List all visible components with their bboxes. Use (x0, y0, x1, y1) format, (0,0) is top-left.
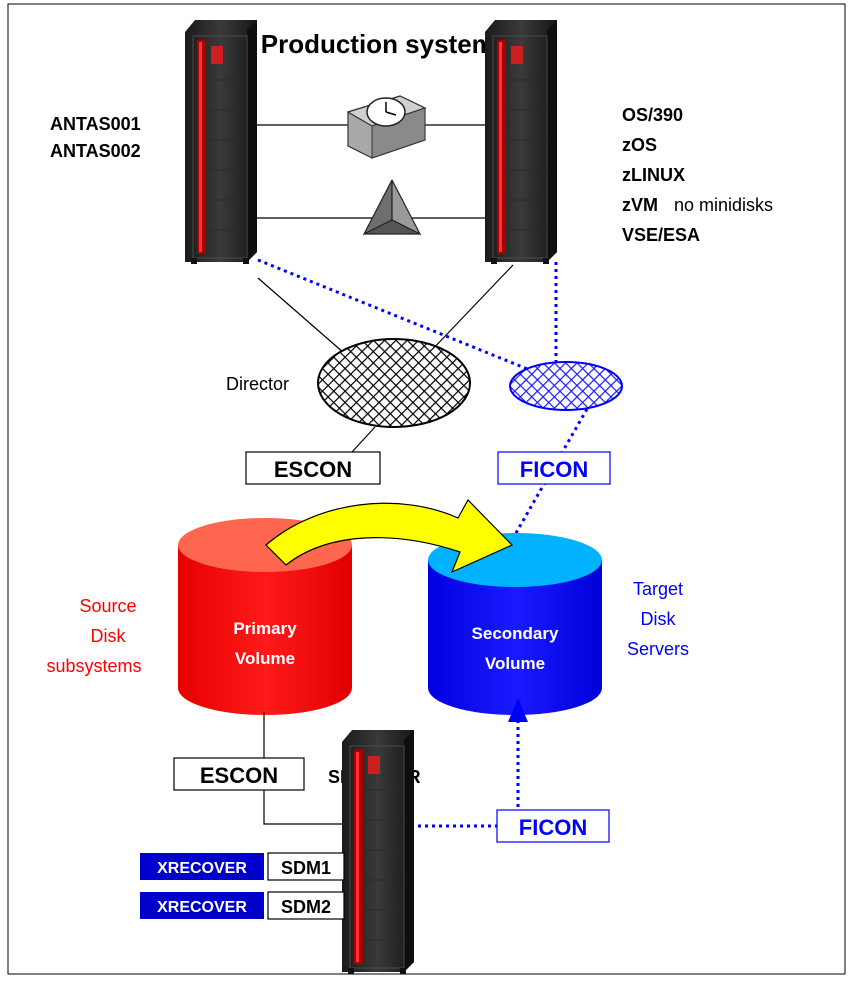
target-label: Disk (641, 609, 677, 629)
sdm-name-box (267, 852, 345, 881)
escon-director (317, 338, 471, 428)
escon-link (351, 426, 376, 453)
source-label: Source (79, 596, 136, 616)
escon-link (257, 277, 353, 361)
coupling-facility-icon (362, 179, 422, 236)
copy-arrow (265, 499, 514, 574)
system-name: ANTAS001 (50, 114, 141, 134)
xrecover-badge (140, 892, 264, 919)
os-item: OS/390 (622, 105, 683, 125)
target-label: Servers (627, 639, 689, 659)
secondary-volume-label: Volume (485, 654, 545, 673)
xrecover-badge (140, 853, 264, 880)
ficon-director (509, 361, 623, 411)
source-label: Disk (91, 626, 127, 646)
sdm-escon-link (263, 712, 354, 830)
os-note: no minidisks (674, 195, 773, 215)
escon-label-box (245, 451, 381, 485)
ficon-arrowhead (508, 698, 528, 722)
mainframe-server-icon (484, 19, 558, 265)
escon-label: ESCON (200, 763, 278, 788)
primary-volume (178, 518, 352, 715)
os-item: zVM (622, 195, 658, 215)
title: Production systems (261, 29, 510, 59)
target-label: Target (633, 579, 683, 599)
xrecover-label: XRECOVER (157, 899, 247, 916)
primary-volume-label: Volume (235, 649, 295, 668)
ficon-label: FICON (519, 815, 587, 840)
sysplex-timer-icon (346, 95, 427, 159)
escon-link (429, 264, 514, 353)
ficon-label-box (497, 451, 611, 485)
mainframe-server-icon (341, 729, 415, 975)
system-name: ANTAS002 (50, 141, 141, 161)
os-item: VSE/ESA (622, 225, 700, 245)
os-item: zOS (622, 135, 657, 155)
sdm-name: SDM1 (281, 858, 331, 878)
ficon-label-box (496, 809, 610, 843)
secondary-volume-label: Secondary (472, 624, 559, 643)
escon-label-box (173, 757, 305, 791)
sdm-name: SDM2 (281, 897, 331, 917)
sdm-row: XRECOVER SDM1 (140, 852, 345, 881)
os-item: zLINUX (622, 165, 685, 185)
primary-volume-label: Primary (233, 619, 297, 638)
sdm-name-box (267, 891, 345, 920)
ficon-label: FICON (520, 457, 588, 482)
xrecover-label: XRECOVER (157, 860, 247, 877)
source-label: subsystems (46, 656, 141, 676)
escon-label: ESCON (274, 457, 352, 482)
sdm-row: XRECOVER SDM2 (140, 891, 345, 920)
mainframe-server-icon (184, 19, 258, 265)
frame-border (7, 3, 846, 975)
director-label: Director (226, 374, 289, 394)
